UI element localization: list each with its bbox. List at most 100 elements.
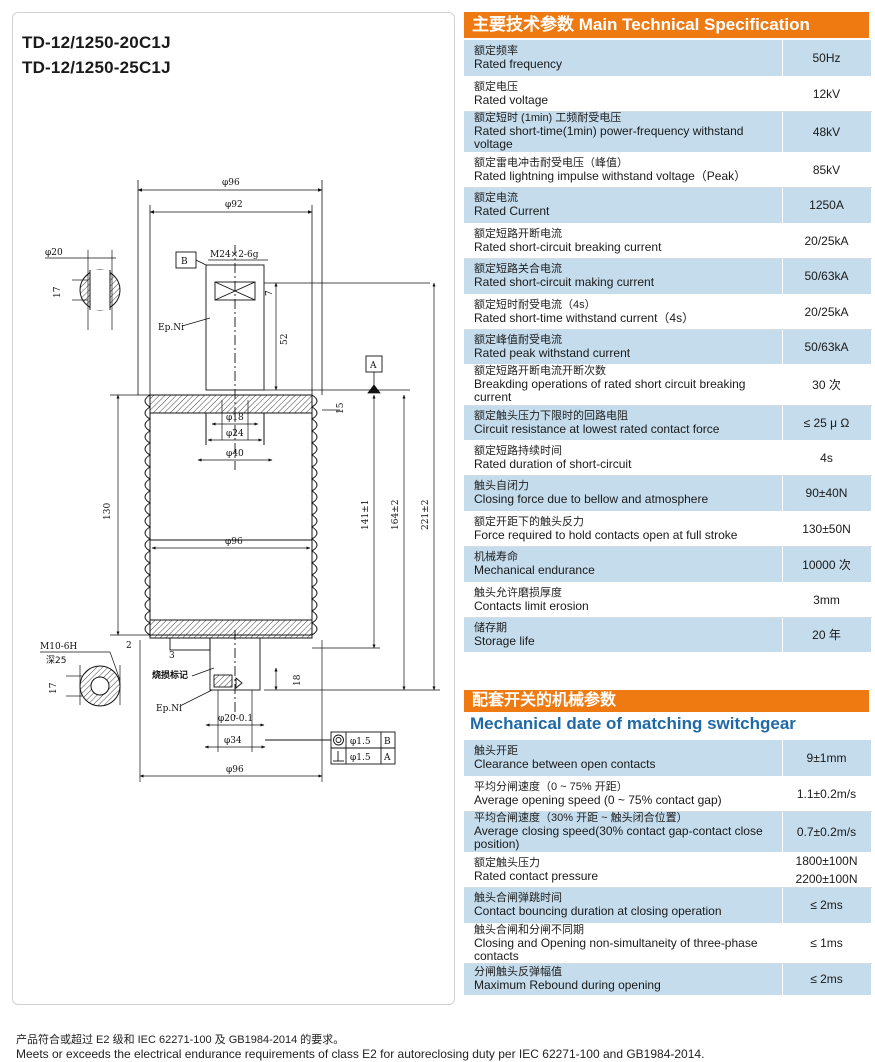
spec-value: ≤ 1ms xyxy=(782,923,872,964)
spec-value-text: 20/25kA xyxy=(804,233,849,248)
spec-row: 平均合闸速度（30% 开距 ~ 触头闭合位置）Average closing s… xyxy=(464,811,872,853)
dim-d18: φ18 xyxy=(226,413,244,423)
spec-label-zh: 触头允许磨损厚度 xyxy=(474,586,562,599)
dim-d24: φ24 xyxy=(226,429,244,439)
spec-label-en: Rated short-circuit breaking current xyxy=(474,239,662,254)
drawing-panel xyxy=(12,12,455,1005)
spec-value-text-2: 2200±100N xyxy=(795,871,858,886)
spec-label-zh: 额定短时耐受电流（4s） xyxy=(474,298,596,311)
spec-label-en: Contacts limit erosion xyxy=(474,598,589,613)
spec-value: 4s xyxy=(782,440,872,476)
spec-value-text: 3mm xyxy=(813,592,840,607)
spec-value: ≤ 2ms xyxy=(782,963,872,996)
spec-label: 平均合闸速度（30% 开距 ~ 触头闭合位置）Average closing s… xyxy=(464,811,783,853)
model-name-2: TD-12/1250-25C1J xyxy=(22,58,171,77)
dim-d96-mid: φ96 xyxy=(225,537,243,547)
spec-value-text: 90±40N xyxy=(805,486,848,500)
spec-label-en: Rated duration of short-circuit xyxy=(474,456,632,471)
ep-ni-bottom-label: Ep.Ni xyxy=(156,704,182,714)
spec-label-en: Closing force due to bellow and atmosphe… xyxy=(474,492,709,506)
spec-label-en: Rated short-time withstand current（4s） xyxy=(474,310,695,325)
spec-label-en: Average closing speed(30% contact gap-co… xyxy=(474,824,763,851)
spec-label-en: Rated lightning impulse withstand voltag… xyxy=(474,168,747,183)
spec-label: 额定短时耐受电流（4s）Rated short-time withstand c… xyxy=(464,294,783,330)
spec-label-en: Average opening speed (0 ~ 75% contact g… xyxy=(474,792,722,807)
spec-value-text: ≤ 25 μ Ω xyxy=(803,415,850,430)
mech-spec-title: 配套开关的机械参数 xyxy=(464,690,869,712)
spec-value: 50/63kA xyxy=(782,258,872,295)
spec-label-zh: 额定触头压力 xyxy=(474,856,540,869)
dim-2: 2 xyxy=(126,641,132,651)
spec-value: 12kV xyxy=(782,76,872,112)
spec-value-text: ≤ 1ms xyxy=(810,936,843,950)
spec-value: 1.1±0.2m/s xyxy=(782,776,872,812)
spec-value: 3mm xyxy=(782,582,872,618)
dim-d40: φ40 xyxy=(226,449,244,459)
tolerance-2-value: φ1.5 xyxy=(350,753,371,763)
spec-label-en: Clearance between open contacts xyxy=(474,756,656,771)
spec-label-en: Storage life xyxy=(474,633,535,648)
main-spec-title: 主要技术参数 Main Technical Specification xyxy=(464,12,869,38)
spec-value: 50/63kA xyxy=(782,329,872,365)
spec-label-en: Circuit resistance at lowest rated conta… xyxy=(474,421,720,436)
spec-value: 0.7±0.2m/s xyxy=(782,811,872,853)
spec-label-zh: 储存期 xyxy=(474,621,507,634)
spec-label-zh: 额定短路开断电流 xyxy=(474,227,562,240)
dim-d96-top: φ96 xyxy=(222,178,240,188)
ep-ni-top-label: Ep.Ni xyxy=(158,323,184,333)
spec-value-text: 4s xyxy=(820,450,833,465)
dim-52: 52 xyxy=(280,334,290,345)
dim-164: 164±2 xyxy=(391,500,401,530)
datum-a-label: A xyxy=(369,361,377,371)
spec-row: 额定短时耐受电流（4s）Rated short-time withstand c… xyxy=(464,294,872,330)
spec-label-zh: 触头合闸弹跳时间 xyxy=(474,892,562,904)
spec-label: 平均分闸速度（0 ~ 75% 开距）Average opening speed … xyxy=(464,776,783,812)
spec-label-en: Rated Current xyxy=(474,204,550,218)
datum-b-label: B xyxy=(181,257,188,267)
spec-value-text: 50/63kA xyxy=(804,339,849,354)
spec-label-en: Rated peak withstand current xyxy=(474,345,631,360)
spec-label-zh: 平均分闸速度（0 ~ 75% 开距） xyxy=(474,780,628,793)
spec-value-text: 12kV xyxy=(812,86,841,101)
spec-label-zh: 额定雷电冲击耐受电压（峰值） xyxy=(474,156,628,169)
model-name-1: TD-12/1250-20C1J xyxy=(22,33,171,52)
spec-value: 20 年 xyxy=(782,617,872,653)
spec-label-en: Force required to hold contacts open at … xyxy=(474,527,738,542)
spec-label-en: Breakding operations of rated short circ… xyxy=(474,377,746,404)
footer-note-en: Meets or exceeds the electrical enduranc… xyxy=(16,1047,705,1061)
spec-value: 90±40N xyxy=(782,475,872,512)
spec-value-text: 1250A xyxy=(809,198,844,212)
spec-label-zh: 机械寿命 xyxy=(474,551,518,563)
thread-bottom-label: M10-6H xyxy=(40,642,77,652)
spec-value-text: 1800±100N xyxy=(795,853,858,868)
spec-value: 1250A xyxy=(782,187,872,224)
spec-label-zh: 触头开距 xyxy=(474,744,518,757)
spec-value-text: 20/25kA xyxy=(804,304,849,319)
tolerance-2-datum: A xyxy=(383,753,391,763)
spec-label-en: Closing and Opening non-simultaneity of … xyxy=(474,935,758,963)
spec-value: 50Hz xyxy=(782,40,872,77)
spec-value-text: 20 年 xyxy=(812,628,841,642)
spec-label-zh: 额定峰值耐受电流 xyxy=(474,333,562,346)
dim-d20: φ20 xyxy=(45,248,63,258)
spec-label-en: Rated frequency xyxy=(474,56,563,71)
